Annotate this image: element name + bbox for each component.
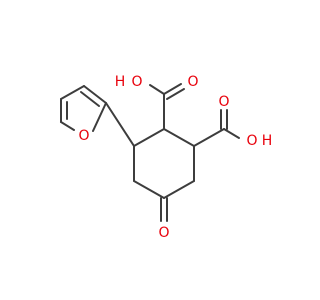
atom-label-acid1-hydroxyl-o: O [131, 74, 142, 90]
atom-label-acid1-hydroxyl-h: H [115, 74, 126, 90]
bond-acid1-hydroxyl [149, 84, 165, 95]
atom-label-acid2-hydroxyl-o: O [246, 133, 257, 149]
bond-furan-c2-ring-c1 [105, 102, 135, 147]
molecule-structure: H O O O O H O O [60, 74, 273, 241]
bond-ring-c4-c5 [163, 180, 195, 199]
bond-ring-c5-c6 [133, 180, 165, 199]
atom-label-acid2-hydroxyl-h: H [262, 133, 273, 149]
bond-furan-c3-c4 [60, 85, 85, 100]
bond-acid2-ring [193, 128, 225, 147]
bond-acid1-carbonyl-a [163, 83, 182, 95]
atom-label-ketone-o: O [158, 225, 169, 241]
bond-furan-c2-c3-inner [80, 91, 100, 107]
atom-label-furan-o: O [78, 128, 89, 144]
bond-acid1-carbonyl-b [166, 88, 185, 100]
bond-furan-c5-o [60, 121, 75, 131]
bond-acid2-hydroxyl [223, 128, 240, 139]
bond-furan-c2-c3 [83, 85, 107, 104]
bond-ring-c1-c2 [133, 128, 165, 147]
atom-label-acid1-carbonyl-o: O [187, 74, 198, 90]
bond-furan-o-c2 [92, 102, 107, 132]
bond-ring-c2-c3 [163, 128, 195, 147]
atom-label-acid2-carbonyl-o: O [218, 94, 229, 110]
